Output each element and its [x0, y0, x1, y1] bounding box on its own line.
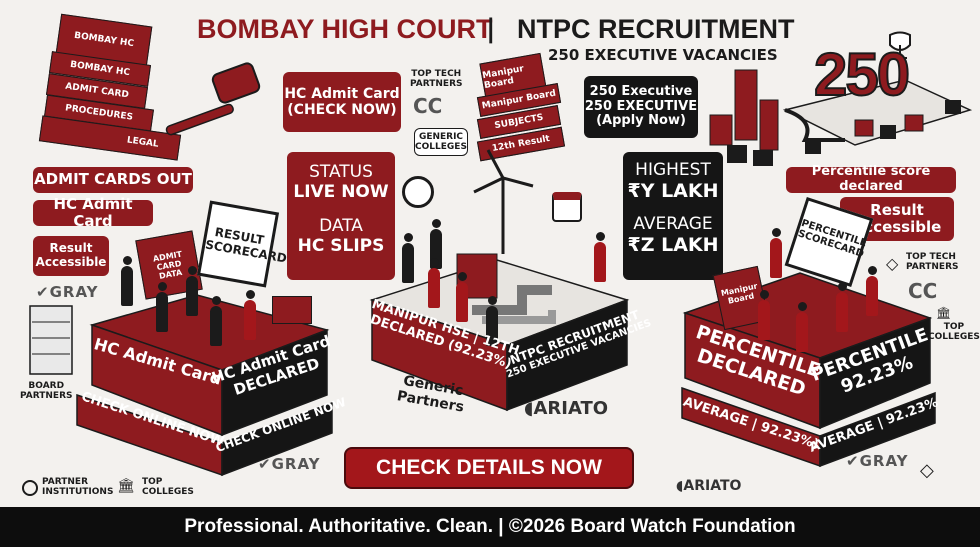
gray-logo-right: ✔GRAY [846, 452, 909, 470]
data-value: HC SLIPS [297, 236, 385, 256]
ariato-mark-icon: ◖ [524, 398, 534, 419]
college-building-icon: 🏛 [936, 306, 952, 320]
check-details-now-button[interactable]: CHECK DETAILS NOW [344, 447, 634, 489]
highest-label: HIGHEST [635, 160, 711, 180]
header-left-title: BOMBAY HIGH COURT [197, 14, 493, 44]
header-right-title: NTPC RECRUITMENT [517, 14, 795, 44]
server-icon [29, 305, 73, 375]
diamond-icon: ◇ [886, 254, 899, 273]
blocks-illustration [709, 31, 973, 166]
calendar-icon [552, 192, 582, 222]
data-label: DATA [319, 216, 363, 236]
status-value: LIVE NOW [293, 182, 389, 202]
average-label: AVERAGE [633, 214, 713, 234]
stopwatch-icon [402, 176, 434, 208]
wind-turbine-icon [473, 149, 534, 254]
ariato-mark-bottom-icon: ◖ [676, 478, 684, 494]
ntpc-apply-now-tag[interactable]: 250 Executive 250 EXECUTIVE (Apply Now) [584, 76, 698, 138]
gray-logo-mark-right-icon: ✔ [846, 452, 860, 470]
gray-logo-bottom: ✔GRAY [258, 455, 321, 473]
partner-institutions-icon [22, 480, 38, 496]
partner-logo-icon: CC [413, 94, 443, 118]
hc-admit-tag-line2: (CHECK NOW) [287, 102, 397, 118]
footer-bar: Professional. Authoritative. Clean. | ©2… [0, 507, 980, 547]
hc-admit-check-now-tag[interactable]: HC Admit Card (CHECK NOW) [283, 72, 401, 132]
gray-logo-top: ✔GRAY [36, 283, 99, 301]
hc-admit-card-tag[interactable]: HC Admit Card [33, 195, 153, 230]
footer-text: Professional. Authoritative. Clean. | ©2… [184, 516, 796, 537]
header-subtitle: 250 EXECUTIVE VACANCIES [548, 46, 778, 64]
diamond-bottom-icon: ◇ [920, 460, 934, 481]
status-box: STATUS LIVE NOW DATA HC SLIPS [287, 152, 395, 280]
left-platform [76, 294, 333, 477]
highest-value: ₹Y LAKH [627, 180, 719, 202]
ntpc-tag-line3: (Apply Now) [596, 113, 686, 129]
ntpc-tag-line2: 250 EXECUTIVE [584, 98, 698, 114]
gavel-icon [165, 62, 261, 136]
average-value: ₹Z LAKH [627, 234, 719, 256]
big-250-number: 250 [813, 40, 911, 109]
salary-box: HIGHEST ₹Y LAKH AVERAGE ₹Z LAKH [623, 152, 723, 280]
admit-cards-out-tag[interactable]: ADMIT CARDS OUT [33, 167, 193, 193]
gray-logo-mark-bottom-icon: ✔ [258, 455, 272, 473]
partner-logo-right-icon: CC [908, 279, 938, 303]
book-stack-small [272, 296, 312, 324]
percentile-declared-tag[interactable]: Percentile score declared [786, 164, 956, 194]
ntpc-tag-line1: 250 Executive [589, 83, 693, 99]
ariato-logo-center: ◖ARIATO [524, 398, 609, 419]
header-divider: | [486, 14, 496, 44]
status-label: STATUS [309, 162, 373, 182]
hc-admit-tag-line1: HC Admit Card [284, 85, 400, 102]
gray-logo-mark-icon: ✔ [36, 283, 50, 301]
ariato-logo-bottom: ◖ARIATO [676, 478, 742, 494]
top-colleges-bottom-icon: 🏛 [117, 478, 135, 494]
